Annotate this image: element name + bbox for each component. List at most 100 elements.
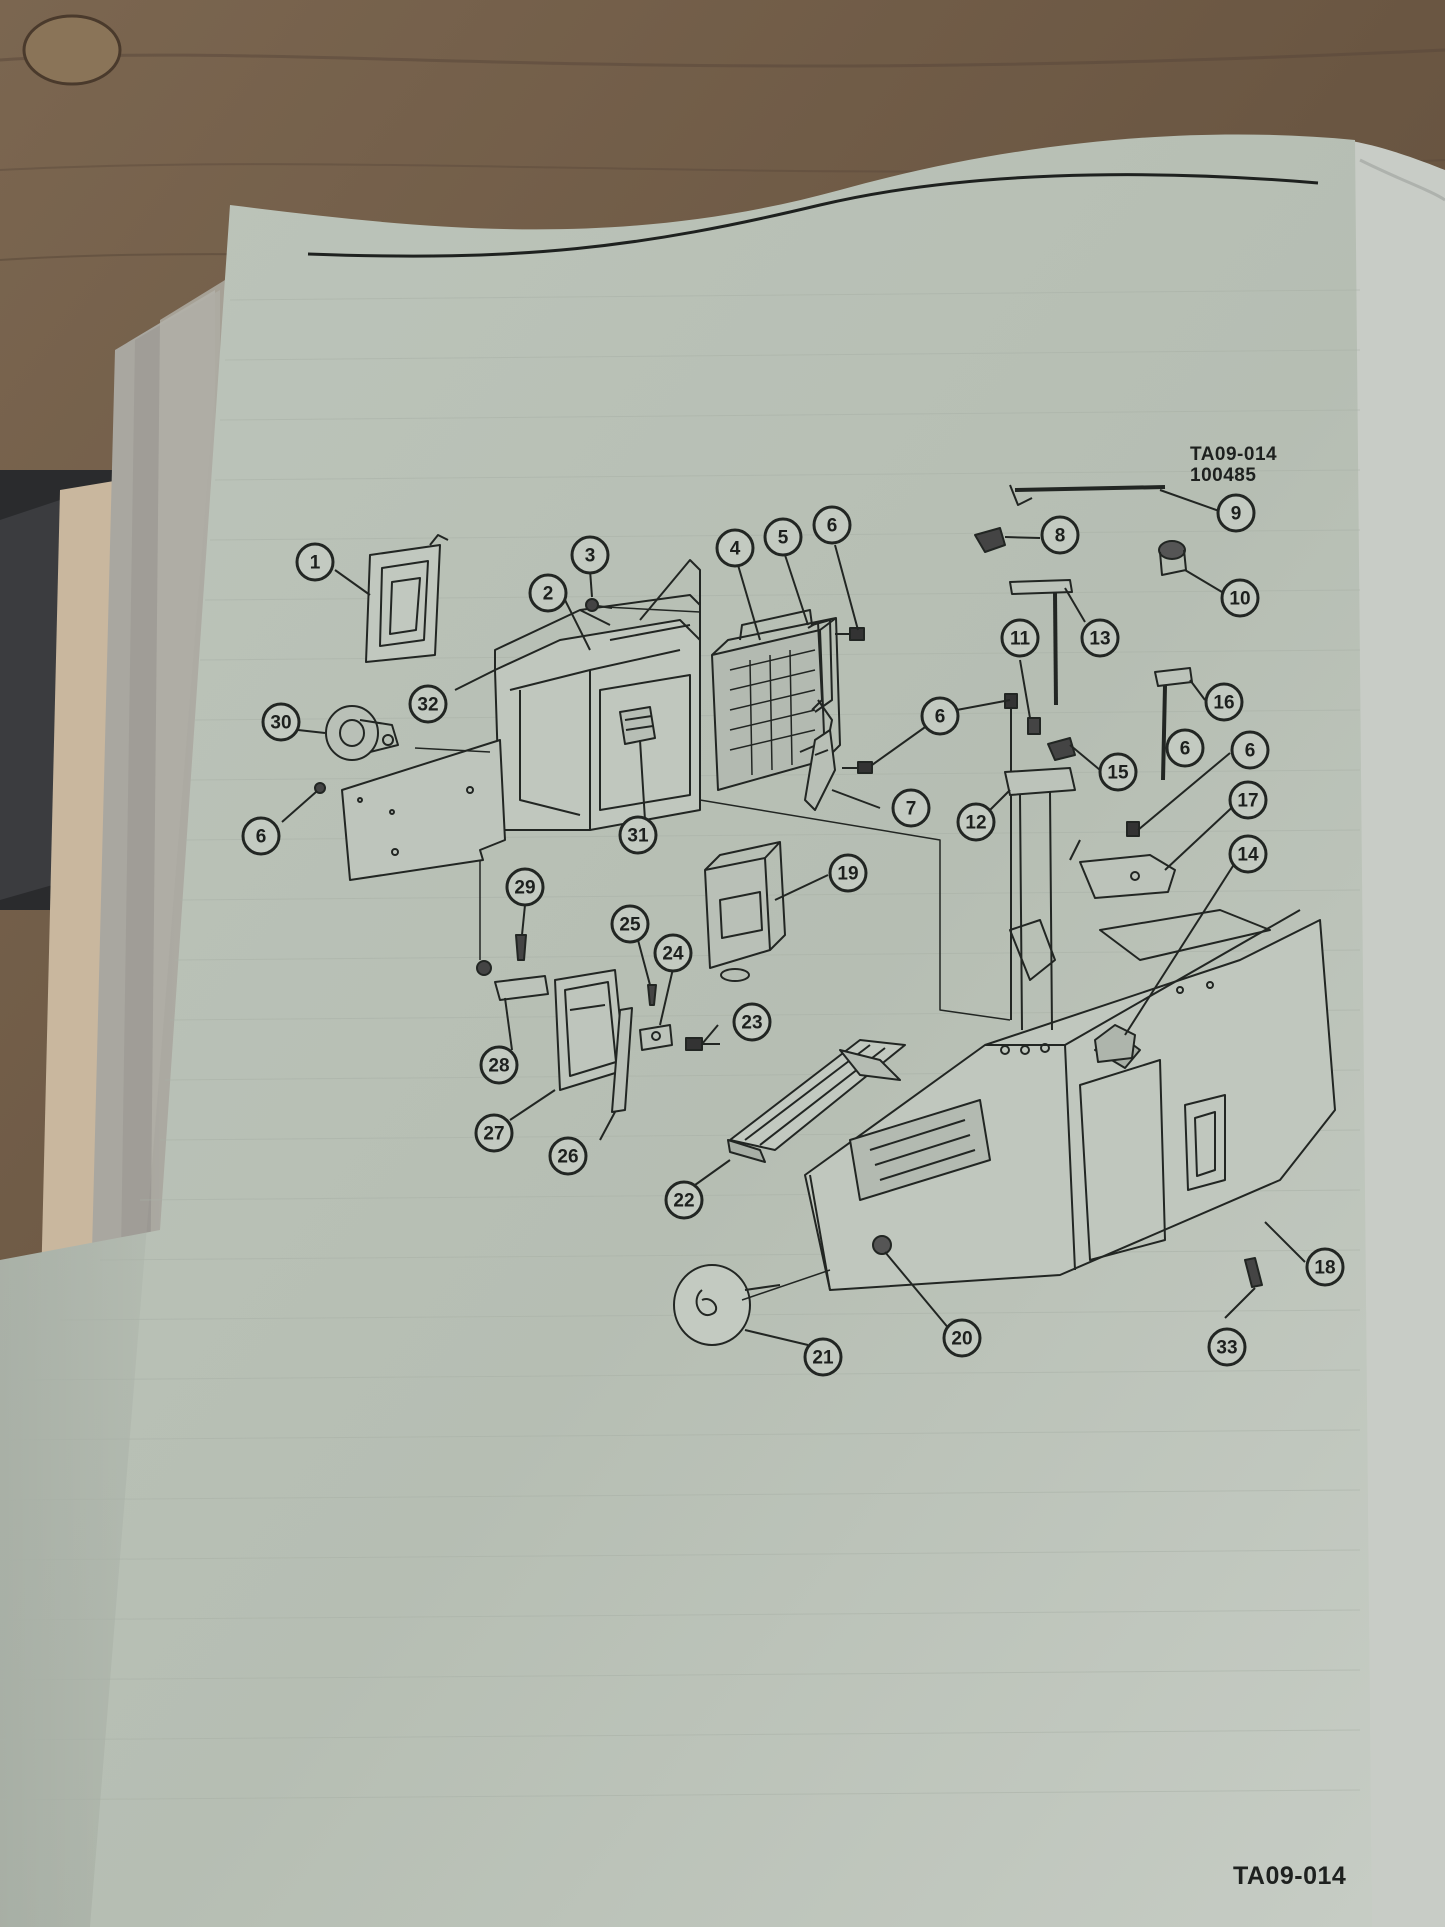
part-plate-12 <box>1004 767 1076 1031</box>
callout-circle <box>548 1136 588 1176</box>
callout-15: 15 <box>1098 752 1138 792</box>
callout-number: 26 <box>557 1147 578 1168</box>
callout-number: 6 <box>1180 739 1191 760</box>
callout-number: 6 <box>256 827 267 848</box>
callout-5: 5 <box>763 517 803 557</box>
part-strip-26 <box>611 1007 633 1113</box>
callout-6c: 6 <box>241 816 281 856</box>
callout-number: 31 <box>627 826 649 847</box>
callout-number: 32 <box>417 695 438 716</box>
callout-number: 27 <box>483 1124 504 1145</box>
part-screw-25 <box>647 984 657 1006</box>
callout-circle <box>920 696 960 736</box>
callout-13: 13 <box>1080 618 1120 658</box>
callout-circle <box>528 573 568 613</box>
callout-circle <box>479 1045 519 1085</box>
callout-1: 1 <box>295 542 335 582</box>
page-rulings <box>0 289 1361 1801</box>
callout-25: 25 <box>610 904 650 944</box>
callout-circle <box>1228 834 1268 874</box>
callout-number: 25 <box>619 915 641 936</box>
callout-number: 28 <box>488 1056 509 1077</box>
callout-30: 30 <box>261 702 301 742</box>
callout-10: 10 <box>1220 578 1260 618</box>
callout-circle <box>241 816 281 856</box>
callout-4: 4 <box>715 528 755 568</box>
callout-6e: 6 <box>1230 730 1270 770</box>
callout-circle <box>1207 1327 1247 1367</box>
part-screw-6b <box>842 761 873 774</box>
callout-circle <box>828 853 868 893</box>
callout-circle <box>570 535 610 575</box>
callout-circle <box>812 505 852 545</box>
callout-number: 6 <box>935 707 946 728</box>
callout-circle <box>295 542 335 582</box>
part-screw-6a <box>835 627 865 641</box>
part-housing-18 <box>804 909 1336 1291</box>
part-spring-15 <box>1047 737 1076 761</box>
callout-circle <box>715 528 755 568</box>
callout-circle <box>474 1113 514 1153</box>
callout-number: 6 <box>827 516 838 537</box>
callout-number: 12 <box>965 813 986 834</box>
callout-circle <box>1040 515 1080 555</box>
part-nut-20 <box>872 1235 892 1255</box>
callout-circle <box>610 904 650 944</box>
part-door-flap <box>365 534 449 663</box>
callout-circle <box>1204 682 1244 722</box>
part-case-frame <box>494 559 701 831</box>
part-screw-6d <box>1004 693 1018 1020</box>
callout-circle <box>1216 493 1256 533</box>
callout-circle <box>1220 578 1260 618</box>
callout-circle <box>1000 618 1040 658</box>
callout-circle <box>408 684 448 724</box>
callout-number: 23 <box>741 1013 762 1034</box>
callout-number: 4 <box>730 539 741 560</box>
part-motor-30 <box>325 705 399 761</box>
callout-circle <box>664 1180 704 1220</box>
callout-number: 7 <box>906 799 917 820</box>
callout-number: 14 <box>1237 845 1259 866</box>
callout-6b: 6 <box>920 696 960 736</box>
callout-19: 19 <box>828 853 868 893</box>
callout-circle <box>1228 780 1268 820</box>
part-bracket-17 <box>1069 839 1176 899</box>
callout-number: 5 <box>778 528 789 549</box>
callout-21: 21 <box>803 1337 843 1377</box>
callout-8: 8 <box>1040 515 1080 555</box>
callout-number: 29 <box>514 878 535 899</box>
callout-number: 1 <box>310 553 321 574</box>
part-tray-22 <box>727 1039 906 1163</box>
callout-32: 32 <box>408 684 448 724</box>
callout-22: 22 <box>664 1180 704 1220</box>
header-rule <box>307 173 1319 258</box>
part-screw-6e <box>1126 821 1140 837</box>
callout-31: 31 <box>618 815 658 855</box>
callout-11: 11 <box>1000 618 1040 658</box>
callout-28: 28 <box>479 1045 519 1085</box>
part-screw-6c <box>314 782 326 794</box>
callout-circle <box>261 702 301 742</box>
callout-29: 29 <box>505 867 545 907</box>
callout-number: 30 <box>270 713 291 734</box>
callout-number: 22 <box>673 1191 694 1212</box>
callout-number: 2 <box>543 584 554 605</box>
part-fitting-10 <box>1158 540 1187 576</box>
part-lever-9 <box>1009 484 1166 506</box>
callout-18: 18 <box>1305 1247 1345 1287</box>
callout-17: 17 <box>1228 780 1268 820</box>
book-right-edge <box>1345 140 1445 1927</box>
part-heater-core <box>711 609 841 791</box>
callout-circle <box>1305 1247 1345 1287</box>
callout-circle <box>891 788 931 828</box>
part-clip-8 <box>974 527 1006 553</box>
part-hinge-24 <box>639 1024 673 1051</box>
part-insert-31 <box>619 706 656 745</box>
callout-number: 6 <box>1245 741 1256 762</box>
callout-24: 24 <box>653 933 693 973</box>
callout-number: 10 <box>1229 589 1250 610</box>
callout-circle <box>956 802 996 842</box>
part-screw-29 <box>515 934 527 961</box>
callout-number: 11 <box>1010 629 1031 650</box>
